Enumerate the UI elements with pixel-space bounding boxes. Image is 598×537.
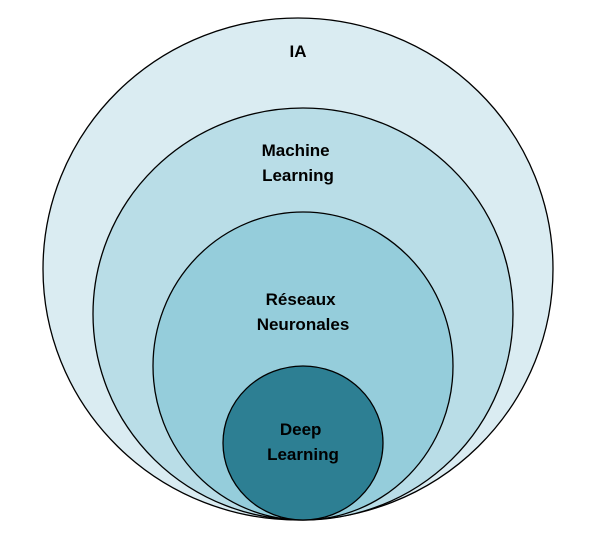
label-deep-learning: Deep Learning — [267, 420, 339, 464]
circle-group-deep-learning: Deep Learning — [222, 365, 384, 521]
label-machine-learning-line-2: Learning — [262, 166, 334, 185]
label-deep-learning-line-2: Learning — [267, 445, 339, 464]
label-machine-learning: Machine Learning — [262, 141, 335, 185]
label-reseaux-neuronales-line-2: Neuronales — [257, 315, 350, 334]
label-reseaux-neuronales: Réseaux Neuronales — [257, 290, 350, 334]
circle-deep-learning — [222, 365, 384, 521]
label-ia-line-1: IA — [290, 42, 307, 61]
label-machine-learning-line-1: Machine — [262, 141, 330, 160]
label-ia: IA — [290, 42, 307, 61]
label-deep-learning-line-1: Deep — [280, 420, 322, 439]
label-reseaux-neuronales-line-1: Réseaux — [266, 290, 336, 309]
